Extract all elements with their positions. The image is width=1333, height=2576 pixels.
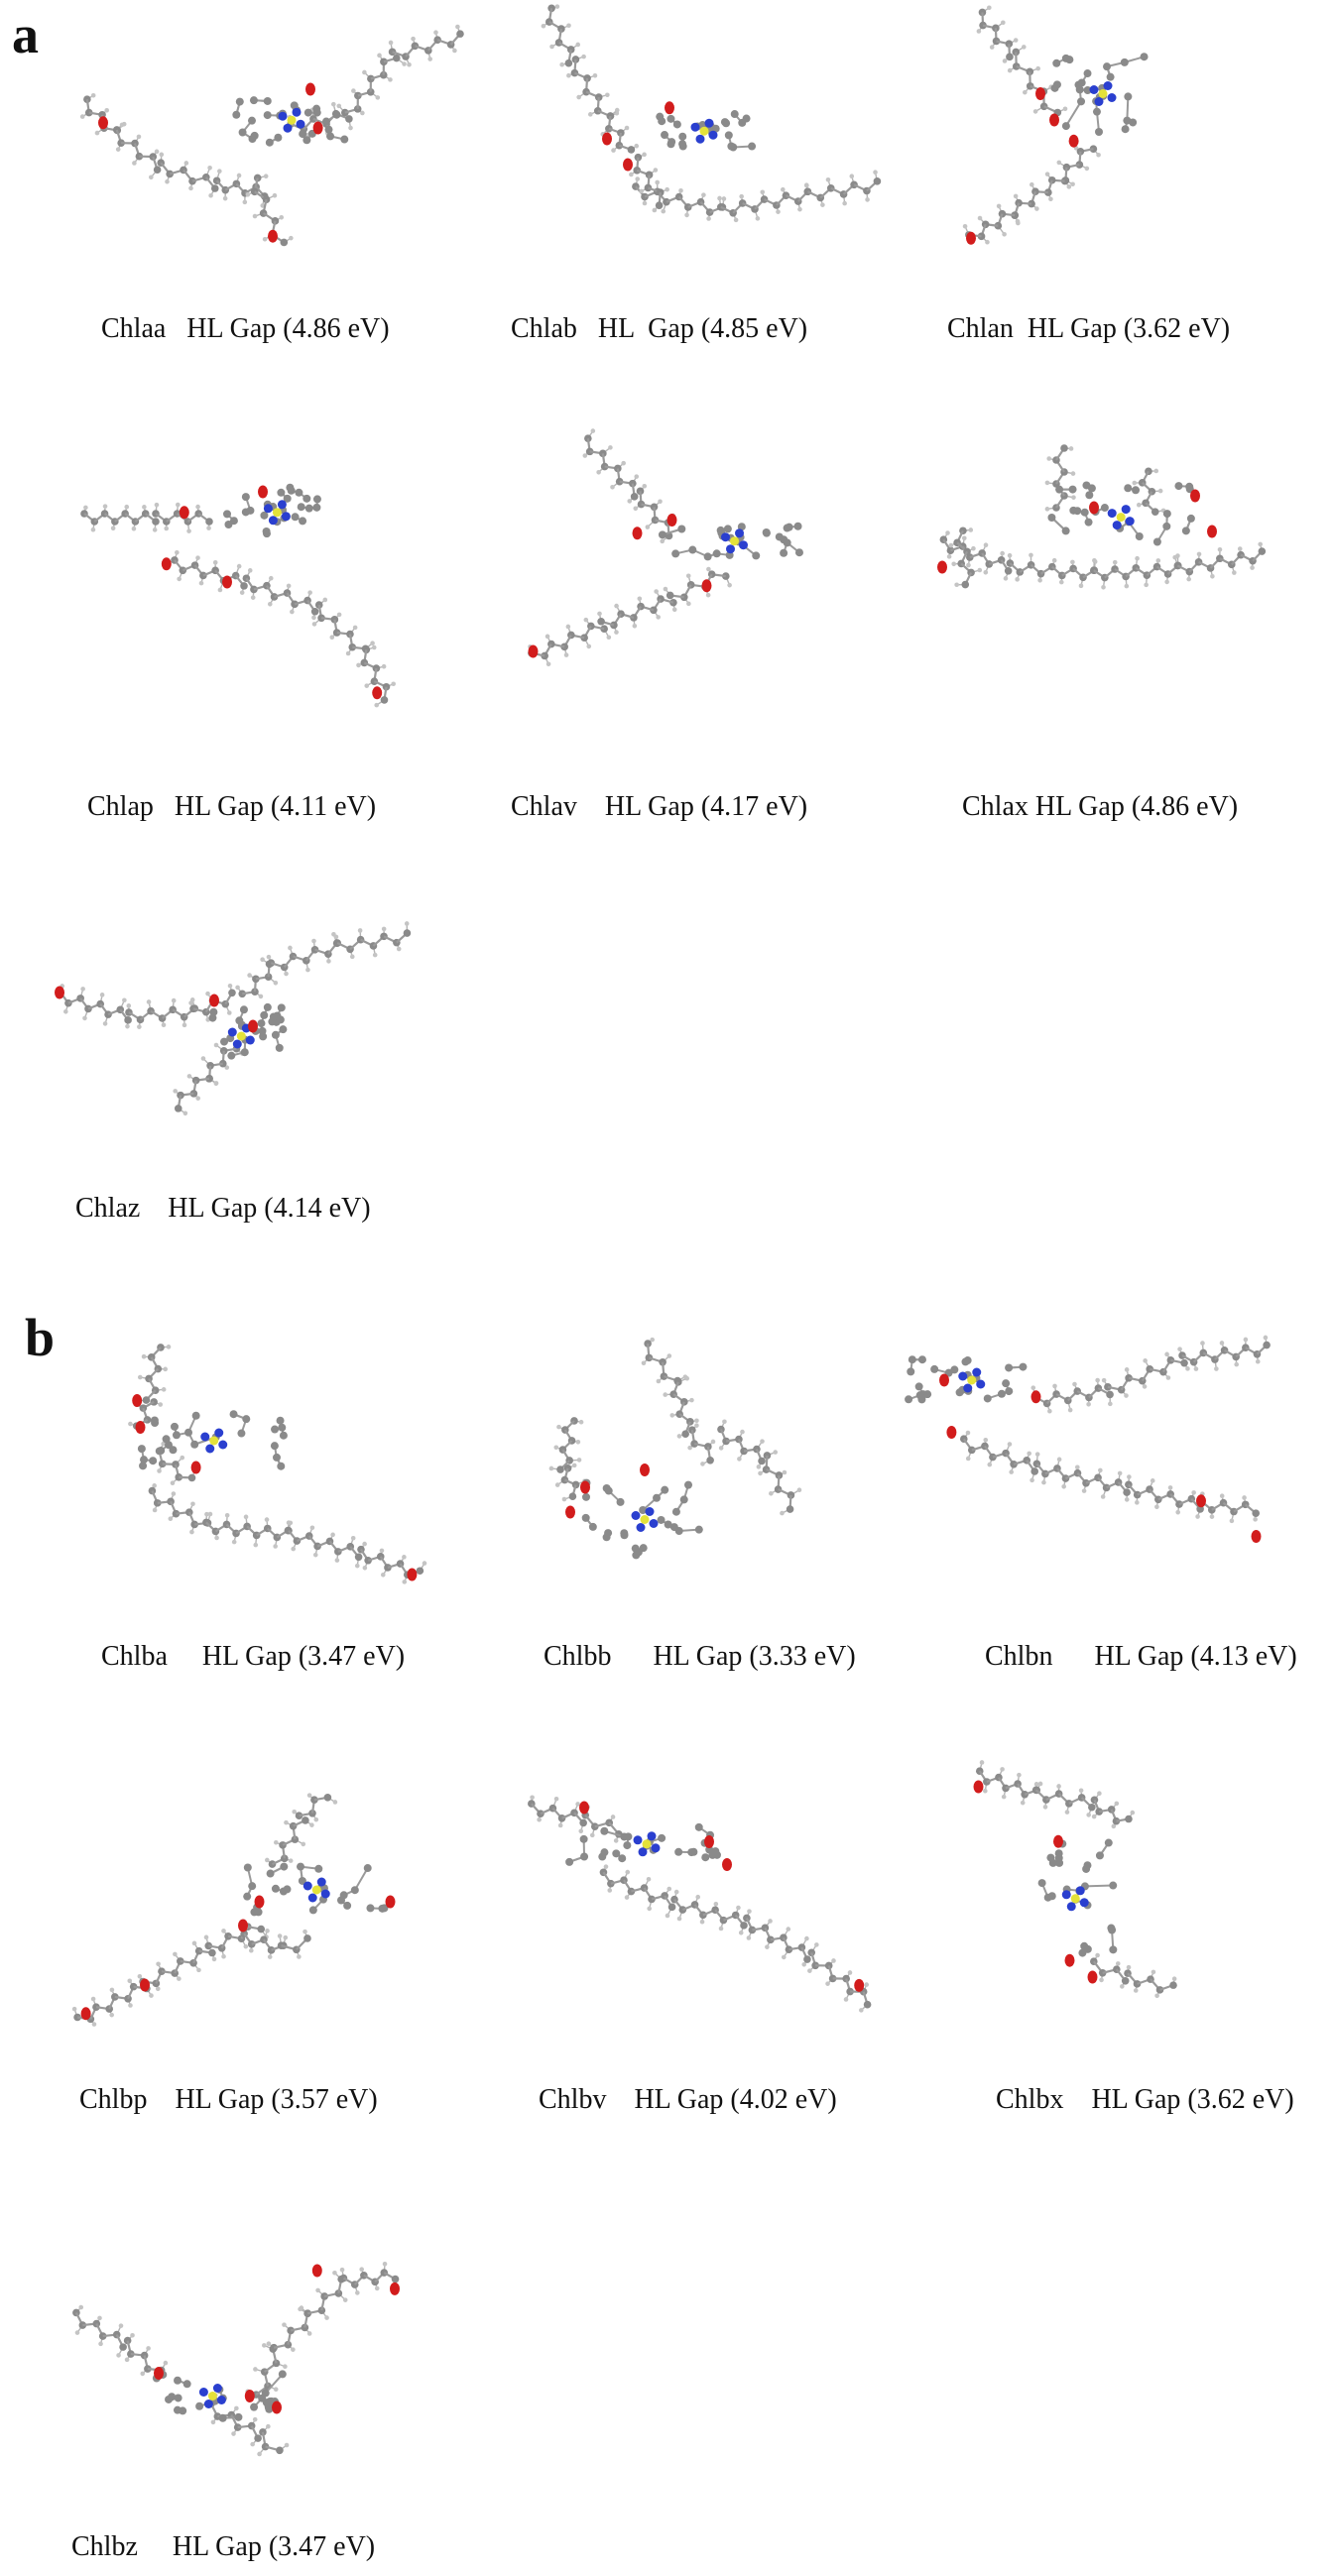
molecule-chlba [124, 1334, 451, 1601]
molecule-structure-svg [128, 1344, 427, 1584]
caption-chlbz: Chlbz HL Gap (3.47 eV) [71, 2531, 376, 2562]
caption-chlbv: Chlbv HL Gap (4.02 eV) [539, 2084, 837, 2115]
caption-chlab: Chlab HL Gap (4.85 eV) [511, 313, 808, 344]
molecule-structure-svg [72, 2261, 400, 2457]
molecule-structure-svg [528, 428, 803, 667]
molecule-chlbp [71, 1793, 407, 2033]
molecule-chlap [80, 466, 441, 724]
molecule-structure-svg [528, 1795, 872, 2013]
molecule-chlaz [55, 921, 446, 1135]
molecule-chlbx [967, 1760, 1195, 2013]
panel-a-label: a [12, 5, 39, 64]
caption-chlbb: Chlbb HL Gap (3.33 eV) [544, 1641, 856, 1672]
caption-chlbn: Chlbn HL Gap (4.13 eV) [985, 1641, 1297, 1672]
caption-chlaa: Chlaa HL Gap (4.86 eV) [101, 313, 390, 344]
caption-chlap: Chlap HL Gap (4.11 eV) [87, 791, 377, 822]
molecule-chlax [937, 436, 1279, 674]
molecule-structure-svg [548, 1337, 802, 1560]
molecule-structure-svg [937, 444, 1267, 590]
caption-chlaz: Chlaz HL Gap (4.14 eV) [75, 1193, 371, 1224]
molecule-chlbz [72, 2261, 412, 2499]
molecule-structure-svg [80, 483, 396, 708]
panel-b-label: b [25, 1308, 56, 1367]
molecule-chlab [531, 4, 882, 268]
caption-chlax: Chlax HL Gap (4.86 eV) [962, 791, 1239, 822]
caption-chlav: Chlav HL Gap (4.17 eV) [511, 791, 808, 822]
caption-chlba: Chlba HL Gap (3.47 eV) [101, 1641, 406, 1672]
molecule-structure-svg [962, 5, 1149, 245]
molecule-chlav [516, 428, 863, 704]
molecule-structure-svg [79, 24, 464, 247]
molecule-structure-svg [71, 1793, 396, 2027]
molecule-chlbb [541, 1334, 838, 1581]
caption-chlan: Chlan HL Gap (3.62 eV) [947, 313, 1231, 344]
molecule-chlaa [79, 24, 464, 283]
molecule-chlbv [528, 1785, 888, 2013]
molecule-chlbn [905, 1335, 1274, 1547]
molecule-structure-svg [905, 1335, 1271, 1543]
caption-chlbx: Chlbx HL Gap (3.62 eV) [996, 2084, 1294, 2115]
caption-chlbp: Chlbp HL Gap (3.57 eV) [79, 2084, 378, 2115]
molecule-structure-svg [973, 1760, 1177, 1999]
molecule-structure-svg [55, 921, 412, 1116]
molecule-structure-svg [541, 4, 882, 223]
molecule-chlan [957, 5, 1235, 278]
